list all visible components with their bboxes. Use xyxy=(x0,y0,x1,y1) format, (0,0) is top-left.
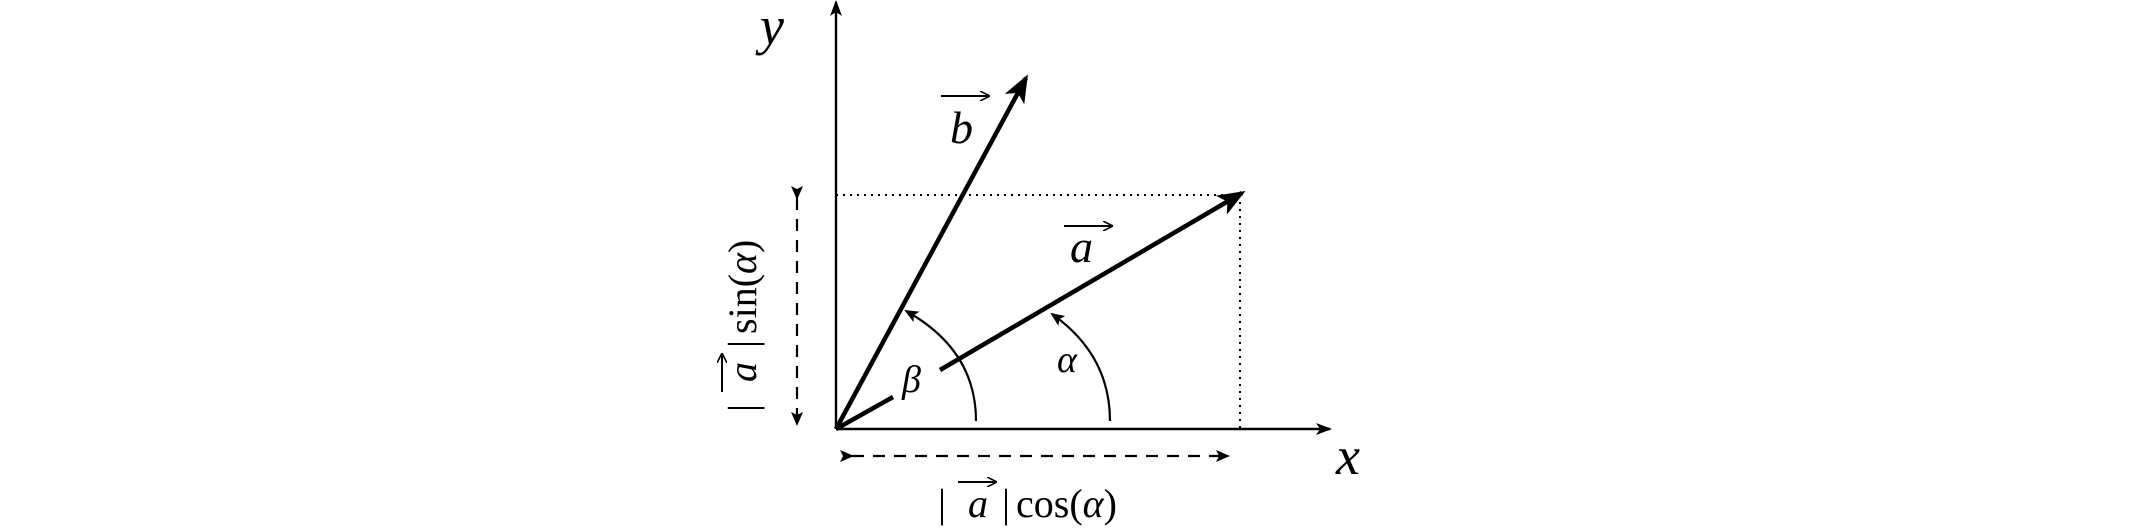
vector-b-label: b xyxy=(941,96,989,153)
vector-b xyxy=(834,74,1028,431)
svg-text:|a|cos(α): |a|cos(α) xyxy=(938,481,1117,526)
vector-a-tail xyxy=(834,395,895,431)
angle-alpha-arc xyxy=(1050,312,1112,422)
y-axis-label: y xyxy=(755,0,784,56)
angle-beta-arc xyxy=(904,310,978,422)
cos-projection-label: |a|cos(α) xyxy=(938,481,1117,526)
vector-a xyxy=(938,190,1246,372)
svg-text:a: a xyxy=(1070,221,1093,272)
angle-alpha-label: α xyxy=(1057,339,1078,381)
svg-text:b: b xyxy=(950,102,973,153)
angle-beta-label: β xyxy=(901,359,921,401)
x-axis-label: x xyxy=(1335,426,1360,486)
vector-a-label: a xyxy=(1064,221,1112,272)
sin-projection-label: |a|sin(α) xyxy=(720,240,765,412)
svg-text:|a|sin(α): |a|sin(α) xyxy=(720,240,765,412)
